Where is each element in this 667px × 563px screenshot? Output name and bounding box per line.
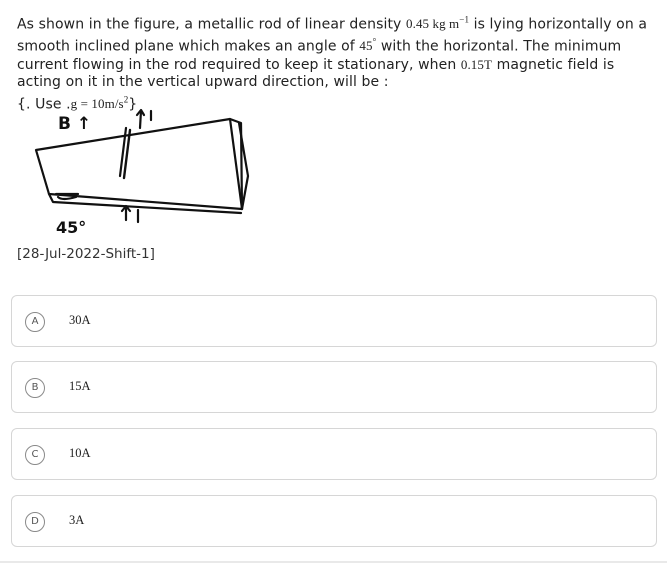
incline-base — [47, 192, 243, 215]
option-d[interactable]: D 3A — [11, 495, 657, 547]
field-arrow-top — [138, 109, 143, 130]
arrowhead-top — [135, 108, 146, 117]
hint-line: {. Use .g = 10m/s2} — [17, 94, 138, 112]
arrowhead-bottom — [120, 204, 132, 213]
figure-drawing — [34, 108, 250, 224]
option-text: 30A — [69, 313, 91, 327]
option-text: 10A — [69, 446, 91, 460]
option-a[interactable]: A 30A — [11, 295, 657, 347]
option-b[interactable]: B 15A — [11, 361, 657, 413]
angle-label: 45° — [56, 218, 87, 237]
linear-density: 0.45 kg m−1 — [406, 15, 470, 32]
incline-side-edge — [237, 121, 250, 211]
inclined-plane-figure: B ↑ 45° — [20, 106, 252, 246]
field-value: 0.15T — [460, 56, 493, 72]
field-label: B ↑ — [58, 114, 92, 134]
question-part: magnetic field is acting on it in the ve… — [17, 56, 615, 91]
option-letter: D — [25, 512, 45, 532]
option-text: 15A — [69, 379, 91, 393]
option-text: 3A — [69, 513, 85, 527]
source-tag: [28-Jul-2022-Shift-1] — [17, 246, 155, 262]
option-c[interactable]: C 10A — [11, 428, 657, 480]
angle-value: 45° — [359, 36, 377, 54]
question-part: is lying horizontally on a smooth inclin… — [17, 16, 648, 55]
option-letter: B — [25, 378, 45, 398]
question-part: As shown in the figure, a metallic rod o… — [17, 16, 406, 33]
option-letter: C — [25, 445, 45, 465]
divider — [0, 561, 667, 563]
up-arrow-icon: ↑ — [76, 114, 92, 134]
incline-side — [228, 117, 244, 211]
question-text: As shown in the figure, a metallic rod o… — [17, 12, 657, 113]
angle-arc — [56, 195, 78, 201]
question-part: with the horizontal. The minimum current… — [17, 38, 622, 73]
rod — [122, 128, 132, 180]
hint-expression: g = 10m/s2 — [70, 94, 129, 111]
option-letter: A — [25, 312, 45, 332]
rod-edge — [118, 126, 128, 178]
